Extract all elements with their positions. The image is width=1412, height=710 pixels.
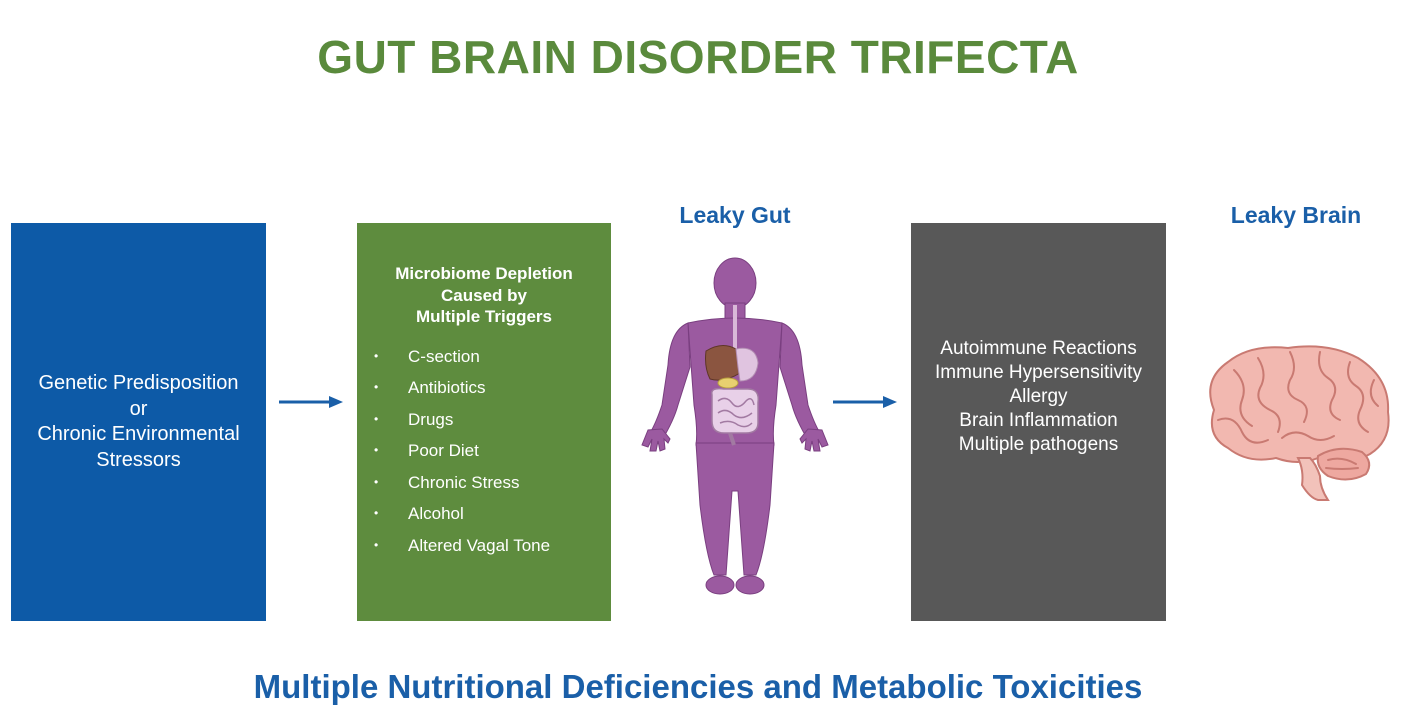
list-item-label: Altered Vagal Tone bbox=[408, 535, 551, 555]
arrow-right-icon bbox=[833, 396, 897, 408]
heading-line-2: Caused by bbox=[441, 285, 527, 305]
bullet-icon: • bbox=[374, 443, 379, 457]
arrow-right-icon bbox=[279, 396, 343, 408]
list-item-label: C-section bbox=[408, 346, 480, 366]
box1-line-4: Stressors bbox=[96, 448, 181, 471]
heading-line-1: Microbiome Depletion bbox=[395, 264, 573, 283]
footer-title: Multiple Nutritional Deficiencies and Me… bbox=[253, 668, 1143, 705]
genetic-stressors-box: Genetic Predisposition or Chronic Enviro… bbox=[11, 223, 266, 621]
box3-line-5: Multiple pathogens bbox=[958, 434, 1119, 455]
list-item-label: Alcohol bbox=[408, 504, 464, 523]
list-item: • Altered Vagal Tone bbox=[357, 535, 611, 567]
list-item: • Poor Diet bbox=[357, 440, 611, 472]
bullet-icon: • bbox=[374, 506, 379, 520]
human-body-digestive-system-icon bbox=[641, 257, 829, 595]
trigger-list: • C-section • Antibiotics • Drugs • Poor Die… bbox=[357, 346, 611, 567]
leaky-gut-label: Leaky Gut bbox=[679, 202, 791, 228]
list-item-label: Drugs bbox=[408, 409, 454, 429]
list-item: • Alcohol bbox=[357, 503, 611, 535]
list-item-label: Antibiotics bbox=[408, 378, 486, 397]
bullet-icon: • bbox=[374, 537, 379, 552]
list-item: • Chronic Stress bbox=[357, 472, 611, 504]
bullet-icon: • bbox=[374, 380, 379, 394]
box3-line-2: Immune Hypersensitivity bbox=[935, 362, 1142, 383]
brain-icon bbox=[1209, 345, 1390, 501]
box3-line-4: Brain Inflammation bbox=[959, 410, 1118, 431]
bullet-icon: • bbox=[374, 348, 379, 363]
list-item-label: Chronic Stress bbox=[408, 472, 520, 492]
bullet-icon: • bbox=[374, 411, 379, 426]
list-item: • Antibiotics bbox=[357, 377, 611, 409]
leaky-brain-label: Leaky Brain bbox=[1230, 202, 1362, 228]
page-title: GUT BRAIN DISORDER TRIFECTA bbox=[317, 31, 1079, 83]
list-item: • Drugs bbox=[357, 409, 611, 441]
box1-line-3: Chronic Environmental bbox=[37, 423, 240, 445]
box1-line-2: or bbox=[129, 397, 148, 420]
box3-line-3: Allergy bbox=[1009, 386, 1068, 407]
box1-line-1: Genetic Predisposition bbox=[38, 372, 239, 394]
microbiome-heading: Microbiome Depletion Caused by Multiple … bbox=[357, 263, 611, 328]
list-item: • C-section bbox=[357, 346, 611, 378]
list-item-label: Poor Diet bbox=[408, 441, 479, 460]
box3-line-1: Autoimmune Reactions bbox=[940, 338, 1137, 359]
heading-line-3: Multiple Triggers bbox=[415, 307, 553, 326]
immune-reactions-box: Autoimmune Reactions Immune Hypersensiti… bbox=[911, 223, 1166, 621]
bullet-icon: • bbox=[374, 474, 379, 489]
microbiome-depletion-box: Microbiome Depletion Caused by Multiple … bbox=[357, 223, 611, 621]
